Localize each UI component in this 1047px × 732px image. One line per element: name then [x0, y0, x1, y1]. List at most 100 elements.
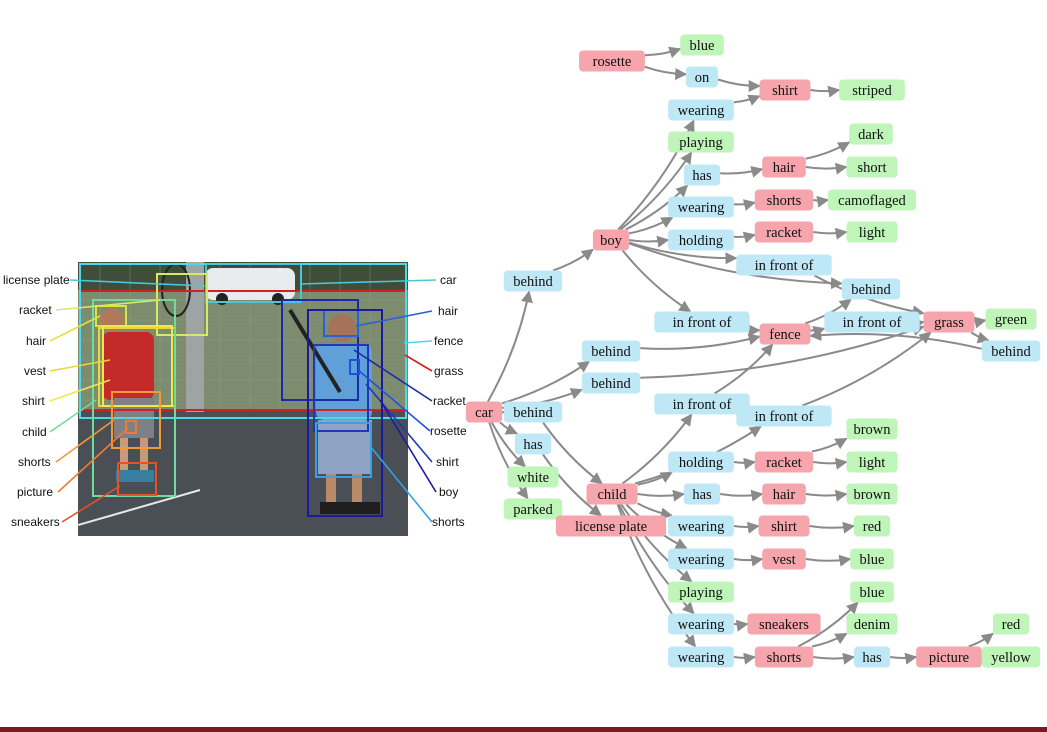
photo-boy-leg [326, 474, 336, 504]
graph-edge [805, 554, 852, 567]
graph-node-label: shorts [767, 193, 802, 209]
graph-node-object: shirt [758, 515, 810, 537]
graph-node-label: behind [513, 274, 553, 290]
leader-line [404, 354, 433, 372]
graph-edge [713, 343, 774, 395]
graph-node-object: vest [762, 548, 806, 570]
graph-node-box [754, 646, 814, 668]
graph-node-label: wearing [678, 617, 725, 633]
photo-label-car: car [440, 273, 457, 287]
graph-node-relation: in front of [654, 311, 750, 333]
graph-edge [499, 421, 518, 435]
graph-node-relation: behind [503, 401, 563, 423]
graph-node-object: shorts [754, 189, 814, 211]
photo-label-shorts: shorts [432, 515, 465, 529]
graph-node-label: has [523, 437, 543, 453]
graph-edge [720, 166, 764, 178]
graph-node-box [754, 451, 814, 473]
graph-node-attribute: white [507, 466, 559, 488]
graph-node-relation: wearing [668, 613, 734, 635]
graph-node-label: shorts [767, 650, 802, 666]
graph-edge [805, 141, 851, 160]
graph-node-relation: has [683, 164, 721, 186]
graph-node-label: boy [600, 233, 623, 249]
graph-node-box [465, 401, 503, 423]
graph-node-label: behind [991, 344, 1031, 360]
graph-node-label: grass [934, 315, 964, 331]
graph-node-label: racket [766, 225, 801, 241]
graph-edge [748, 324, 761, 337]
graph-node-label: yellow [991, 650, 1031, 666]
graph-node-attribute: light [846, 221, 898, 243]
photo-label-shirt: shirt [436, 455, 459, 469]
bbox-rosette [349, 359, 360, 375]
graph-edge [809, 521, 856, 534]
graph-edge [811, 437, 848, 453]
graph-node-relation: wearing [668, 196, 734, 218]
leader-lines [49, 279, 437, 523]
graph-edge [552, 248, 594, 272]
graph-node-box [828, 189, 916, 211]
graph-node-box [759, 79, 811, 101]
graph-node-box [754, 189, 814, 211]
graph-node-box [762, 548, 806, 570]
graph-node-box [579, 50, 645, 72]
graph-edge [625, 184, 689, 231]
graph-node-box [507, 466, 559, 488]
graph-node-attribute: blue [680, 34, 724, 56]
graph-edge [637, 471, 673, 486]
graph-node-object: shirt [759, 79, 811, 101]
photo-boy-leg [352, 474, 362, 504]
photo-boy-head [328, 314, 356, 342]
scene-graph-edges [487, 46, 994, 665]
graph-edge [802, 331, 932, 407]
graph-node-label: wearing [678, 650, 725, 666]
graph-node-label: denim [854, 617, 891, 633]
photo-label-license-plate: license plate [3, 273, 70, 287]
photo-label-hair: hair [438, 304, 458, 318]
leader-line [355, 310, 433, 327]
graph-node-label: red [1002, 617, 1021, 633]
graph-node-label: blue [860, 585, 885, 601]
bounding-boxes [79, 263, 407, 517]
graph-node-label: in front of [843, 315, 902, 331]
photo-label-vest: vest [24, 364, 47, 378]
graph-node-label: fence [769, 327, 800, 343]
graph-edge [733, 619, 749, 632]
graph-node-attribute: green [985, 308, 1037, 330]
graph-edge [733, 457, 756, 470]
graph-node-relation: behind [581, 372, 641, 394]
graph-edge [717, 78, 761, 93]
graph-node-label: has [692, 168, 712, 184]
graph-node-label: behind [513, 405, 553, 421]
graph-edge [621, 249, 692, 313]
graph-node-label: light [859, 455, 886, 471]
graph-node-label: wearing [678, 103, 725, 119]
graph-node-box [846, 483, 898, 505]
graph-node-box [853, 515, 891, 537]
bbox-picture [125, 420, 137, 434]
graph-node-label: hair [773, 160, 796, 176]
graph-node-relation: has [853, 646, 891, 668]
photo-car-wheel [216, 293, 228, 305]
graph-node-box [850, 548, 894, 570]
graph-node-label: blue [860, 552, 885, 568]
graph-edge [733, 554, 764, 567]
photo-labels-left: license plate racket hair vest shirt chi… [3, 273, 70, 529]
graph-node-box [592, 229, 630, 251]
graph-node-label: hair [773, 487, 796, 503]
graph-node-box [503, 270, 563, 292]
graph-node-box [654, 393, 750, 415]
photo-label-grass: grass [434, 364, 463, 378]
graph-node-box [846, 451, 898, 473]
leader-line [353, 349, 433, 402]
graph-node-label: in front of [755, 258, 814, 274]
graph-node-relation: wearing [668, 548, 734, 570]
graph-node-label: wearing [678, 519, 725, 535]
graph-node-box [992, 613, 1030, 635]
graph-node-label: racket [766, 455, 801, 471]
graph-node-object: shorts [754, 646, 814, 668]
graph-node-label: dark [858, 127, 885, 143]
graph-node-object: sneakers [747, 613, 821, 635]
